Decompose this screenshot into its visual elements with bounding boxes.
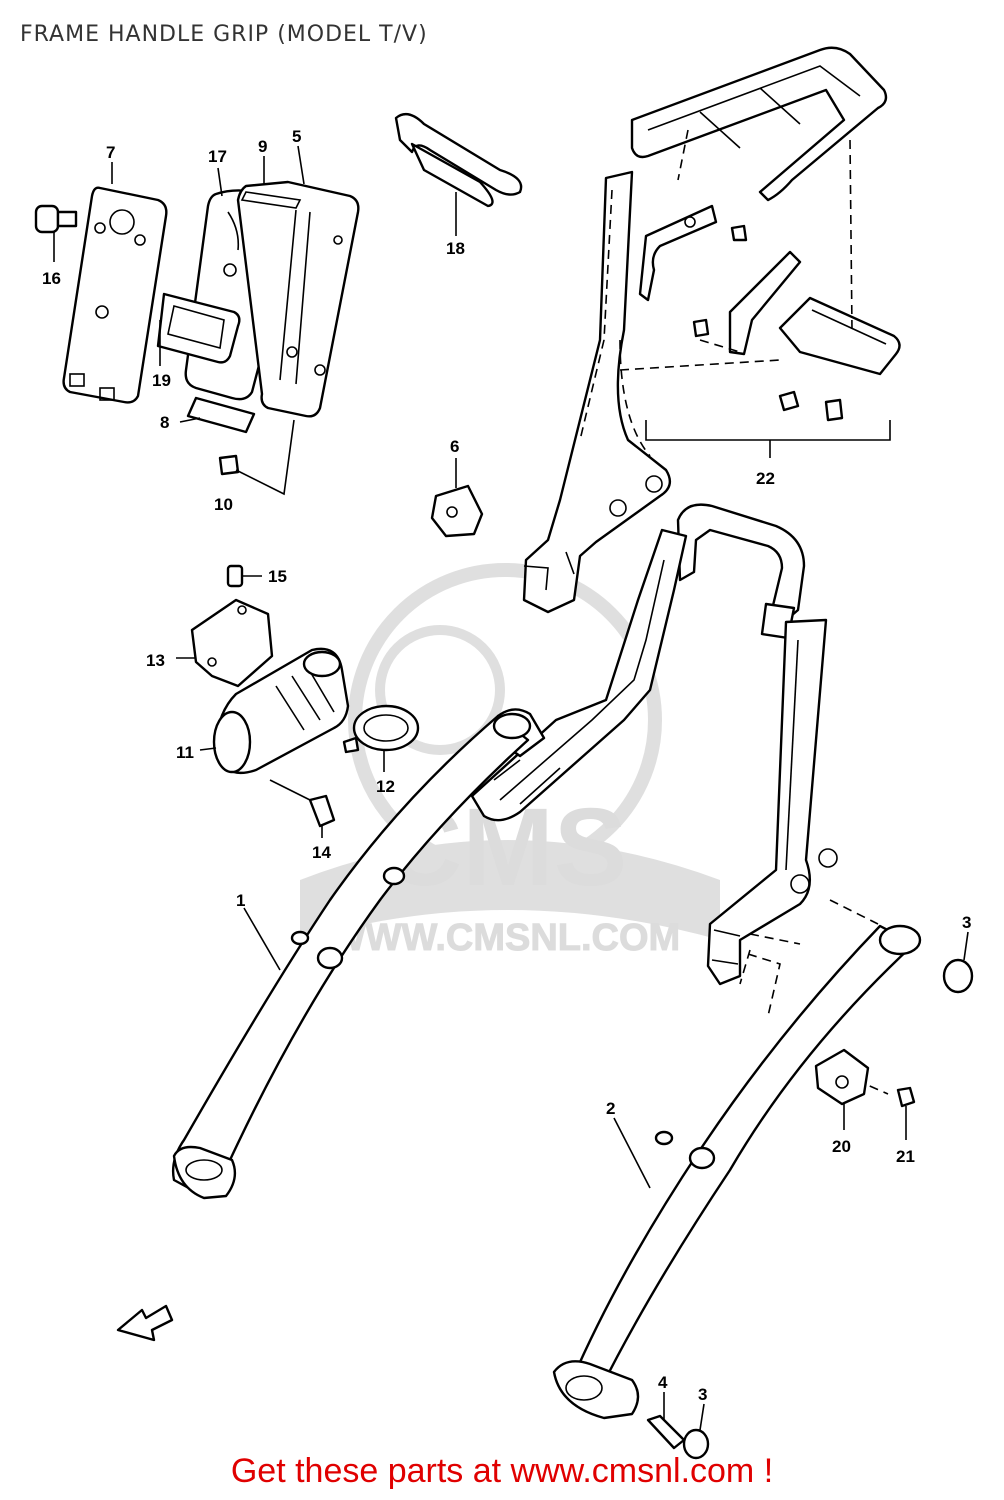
callout-1: 1	[236, 891, 245, 910]
front-arrow-icon	[116, 1304, 174, 1342]
part-1-handle-bar	[171, 712, 532, 1200]
watermark-url: WWW.CMSNL.COM	[330, 917, 680, 959]
part-22-carrier	[630, 46, 901, 422]
callout-8: 8	[160, 413, 169, 432]
callout-7: 7	[106, 143, 115, 162]
callout-3-lower: 3	[698, 1385, 707, 1404]
part-15-bolt	[226, 564, 244, 588]
callout-16: 16	[42, 269, 61, 288]
part-5-box	[236, 180, 360, 418]
part-16-screw	[34, 204, 78, 234]
upper-handle-loop	[676, 503, 806, 640]
part-18-tool	[394, 112, 523, 208]
part-2-handle-bar	[552, 924, 922, 1420]
right-upright	[706, 618, 838, 986]
part-3-cap-lower	[682, 1428, 710, 1460]
part-21-screw	[896, 1086, 916, 1108]
part-4-bolt	[646, 1414, 686, 1450]
callout-6: 6	[450, 437, 459, 456]
callout-19: 19	[152, 371, 171, 390]
part-7-plate	[62, 186, 168, 404]
callout-9: 9	[258, 137, 267, 156]
callout-2: 2	[606, 1099, 615, 1118]
callout-5: 5	[292, 127, 301, 146]
callout-13: 13	[146, 651, 165, 670]
callout-11: 11	[176, 743, 194, 762]
footer-link[interactable]: Get these parts at www.cmsnl.com !	[230, 1452, 774, 1490]
callout-14: 14	[312, 843, 331, 862]
callout-10: 10	[214, 495, 233, 514]
callout-18: 18	[446, 239, 465, 258]
callout-22: 22	[756, 469, 775, 488]
page-title: FRAME HANDLE GRIP (MODEL T/V)	[20, 22, 428, 47]
part-14-bolt	[269, 779, 336, 828]
part-19-strap	[156, 292, 241, 364]
callout-labels: 7 17 9 5 16 19 8 10 18 6 22 15 13 11 12 …	[42, 127, 971, 1404]
callout-4: 4	[658, 1373, 668, 1392]
part-11-grip	[212, 647, 350, 775]
callout-3-upper: 3	[962, 913, 971, 932]
part-12-ring	[342, 704, 420, 754]
part-13-clamp	[190, 598, 274, 688]
carrier-guides	[619, 129, 891, 458]
callout-17: 17	[208, 147, 227, 166]
callout-21: 21	[896, 1147, 915, 1166]
callout-15: 15	[268, 567, 287, 586]
part-8-pad	[186, 396, 256, 434]
part-10-bolt	[218, 419, 295, 496]
part-20-bracket	[814, 1048, 870, 1106]
part-3-cap-upper	[942, 958, 974, 994]
part-6-bracket	[430, 484, 484, 538]
upper-frame-arm	[522, 170, 672, 614]
callout-20: 20	[832, 1137, 851, 1156]
leader-lines	[53, 145, 969, 1431]
callout-12: 12	[376, 777, 395, 796]
